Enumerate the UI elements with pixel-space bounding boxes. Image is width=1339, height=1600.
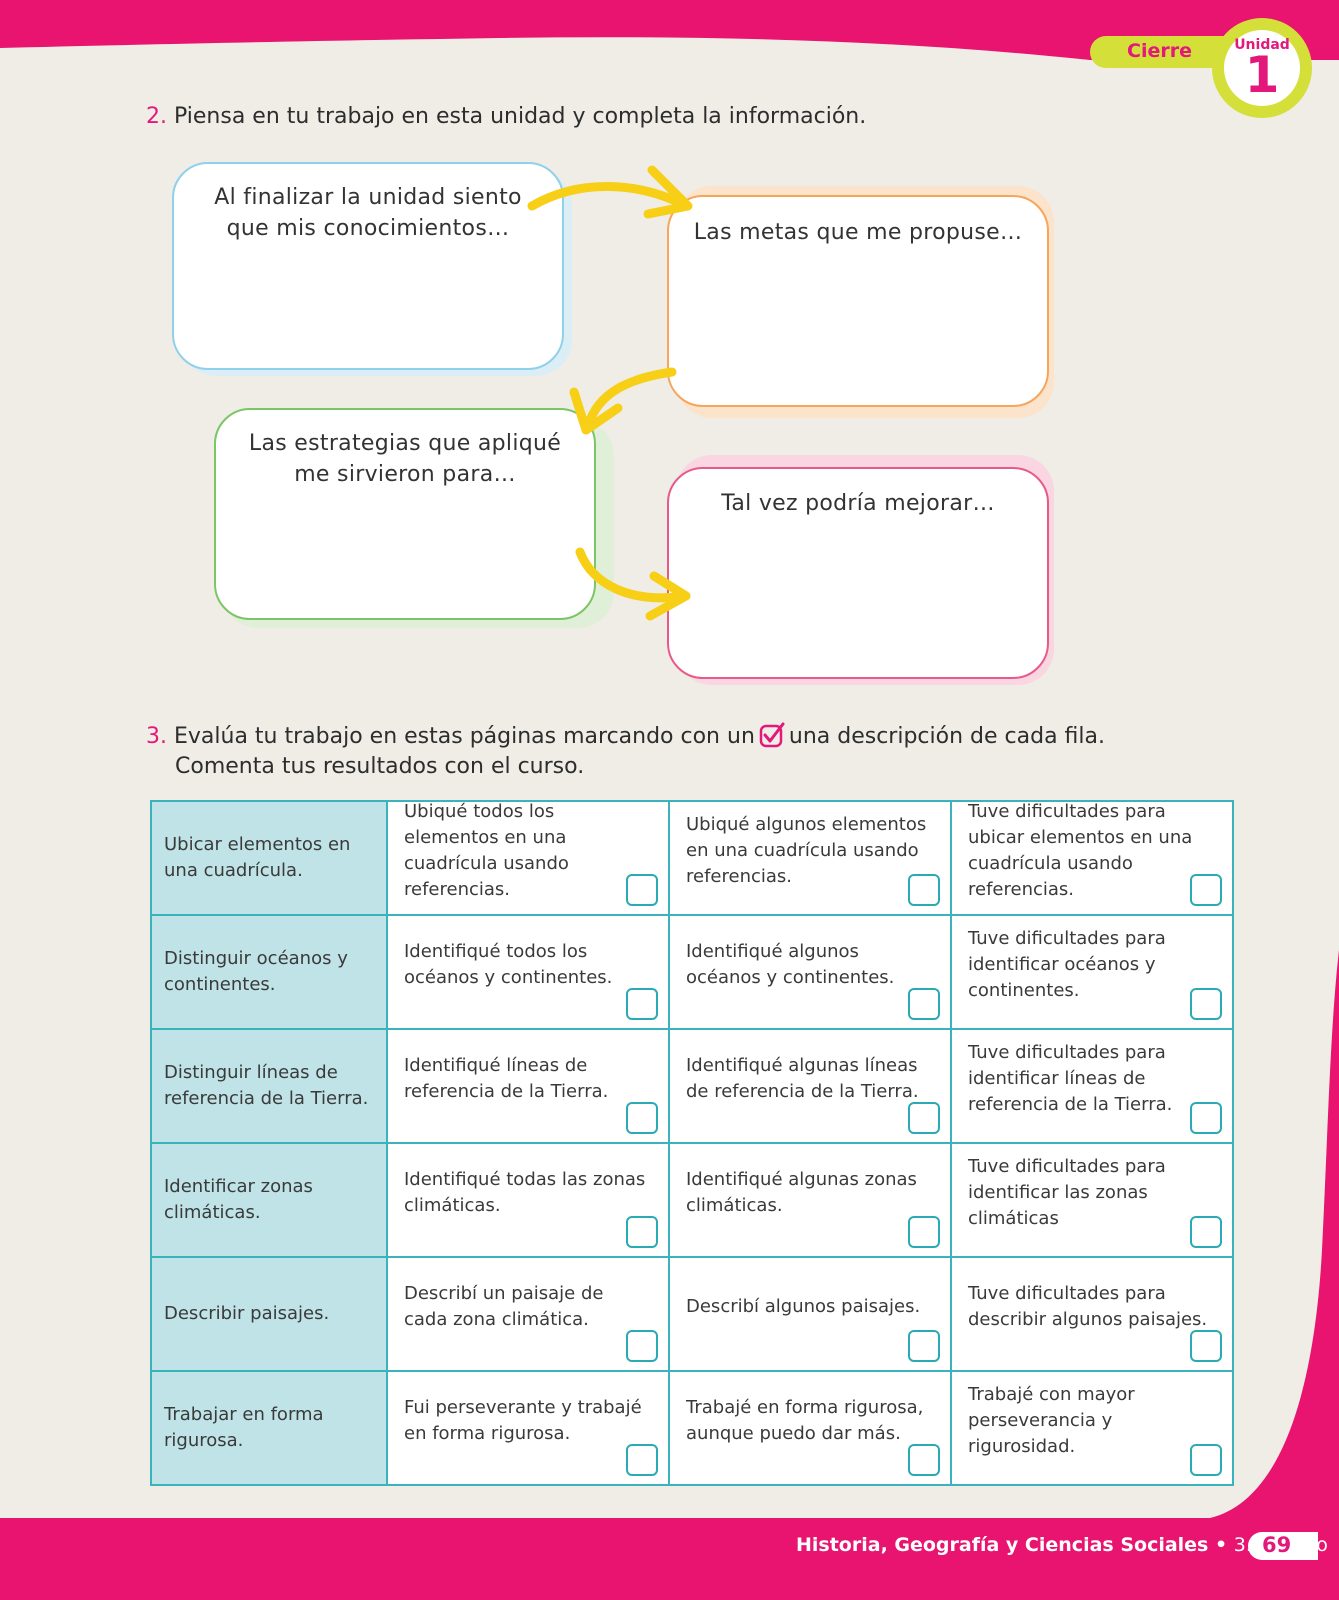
option-checkbox[interactable] [908,874,940,906]
option-cell: Trabajé con mayor perseverancia y riguro… [950,1370,1234,1486]
option-text: Trabajé en forma rigurosa, aunque puedo … [686,1397,924,1444]
option-cell: Identifiqué algunas líneas de referencia… [668,1028,952,1144]
option-checkbox[interactable] [626,988,658,1020]
option-text: Tuve dificultades para describir algunos… [968,1283,1208,1330]
option-text: Identifiqué todas las zonas climáticas. [404,1169,646,1216]
criterion-cell: Distinguir océanos y continentes. [150,914,388,1030]
table-row: Ubicar elementos en una cuadrícula. Ubiq… [150,800,1234,916]
option-cell: Tuve dificultades para ubicar elementos … [950,800,1234,916]
footer-bullet: • [1208,1534,1234,1556]
option-cell: Tuve dificultades para describir algunos… [950,1256,1234,1372]
criterion-cell: Ubicar elementos en una cuadrícula. [150,800,388,916]
reflection-box-strategies-line2: me sirvieron para… [294,462,516,487]
option-cell: Tuve dificultades para identificar océan… [950,914,1234,1030]
option-text: Tuve dificultades para ubicar elementos … [968,801,1193,900]
option-checkbox[interactable] [1190,988,1222,1020]
option-text: Identifiqué algunos océanos y continente… [686,941,895,988]
option-cell: Identifiqué todos los océanos y continen… [386,914,670,1030]
option-checkbox[interactable] [908,1330,940,1362]
option-text: Tuve dificultades para identificar línea… [968,1042,1173,1115]
option-checkbox[interactable] [908,1102,940,1134]
option-checkbox[interactable] [1190,1330,1222,1362]
reflection-box-strategies-line1: Las estrategias que apliqué [248,431,562,456]
option-cell: Tuve dificultades para identificar línea… [950,1028,1234,1144]
option-checkbox[interactable] [626,1330,658,1362]
option-cell: Identifiqué algunos océanos y continente… [668,914,952,1030]
option-cell: Identifiqué algunas zonas climáticas. [668,1142,952,1258]
checkbox-check-icon [759,722,785,748]
option-text: Trabajé con mayor perseverancia y riguro… [968,1384,1135,1457]
option-text: Identifiqué todos los océanos y continen… [404,941,613,988]
option-text: Identifiqué líneas de referencia de la T… [404,1055,609,1102]
option-text: Fui perseverante y trabajé en forma rigu… [404,1397,642,1444]
table-row: Distinguir océanos y continentes. Identi… [150,914,1234,1030]
option-text: Ubiqué algunos elementos en una cuadrícu… [686,814,927,887]
option-checkbox[interactable] [908,1444,940,1476]
table-row: Trabajar en forma rigurosa. Fui persever… [150,1370,1234,1486]
option-checkbox[interactable] [908,1216,940,1248]
reflection-box-strategies-label: Las estrategias que apliqué me sirvieron… [214,428,596,490]
reflection-box-improve-label: Tal vez podría mejorar… [721,491,995,516]
option-checkbox[interactable] [626,1444,658,1476]
question-3-text-end: una descripción de cada fila. [788,724,1105,749]
question-2-text: Piensa en tu trabajo en esta unidad y co… [174,104,867,129]
reflection-box-goals[interactable] [667,195,1049,407]
question-2-number: 2. [146,104,167,129]
reflection-box-knowledge[interactable] [172,162,564,370]
page-number-badge [1248,1532,1318,1560]
option-checkbox[interactable] [1190,1444,1222,1476]
option-text: Tuve dificultades para identificar las z… [968,1156,1166,1229]
option-cell: Identifiqué todas las zonas climáticas. [386,1142,670,1258]
option-checkbox[interactable] [626,874,658,906]
question-3-number: 3. [146,724,167,749]
reflection-box-knowledge-label: Al finalizar la unidad siento que mis co… [190,182,546,244]
option-checkbox[interactable] [1190,1216,1222,1248]
reflection-box-goals-label: Las metas que me propuse… [693,220,1023,245]
option-checkbox[interactable] [1190,1102,1222,1134]
option-text: Describí algunos paisajes. [686,1296,921,1317]
criterion-cell: Trabajar en forma rigurosa. [150,1370,388,1486]
unit-number: 1 [1244,46,1280,104]
unit-label: Unidad [1234,37,1290,53]
option-text: Tuve dificultades para identificar océan… [968,928,1166,1001]
option-checkbox[interactable] [626,1102,658,1134]
criterion-cell: Identificar zonas climáticas. [150,1142,388,1258]
option-checkbox[interactable] [626,1216,658,1248]
option-checkbox[interactable] [908,988,940,1020]
table-row: Distinguir líneas de referencia de la Ti… [150,1028,1234,1144]
question-2: 2. Piensa en tu trabajo en esta unidad y… [146,102,866,132]
option-cell: Ubiqué algunos elementos en una cuadrícu… [668,800,952,916]
option-cell: Fui perseverante y trabajé en forma rigu… [386,1370,670,1486]
reflection-box-knowledge-line2: que mis conocimientos… [226,216,510,241]
unit-badge-inner: Unidad 1 [1224,30,1300,106]
table-row: Identificar zonas climáticas. Identifiqu… [150,1142,1234,1258]
question-3: 3. Evalúa tu trabajo en estas páginas ma… [146,722,1105,782]
option-cell: Trabajé en forma rigurosa, aunque puedo … [668,1370,952,1486]
section-label: Cierre [1127,40,1192,62]
option-checkbox[interactable] [1190,874,1222,906]
option-text: Identifiqué algunas zonas climáticas. [686,1169,917,1216]
question-3-line2: Comenta tus resultados con el curso. [175,754,585,779]
option-text: Ubiqué todos los elementos en una cuadrí… [404,801,569,900]
option-cell: Identifiqué líneas de referencia de la T… [386,1028,670,1144]
option-cell: Tuve dificultades para identificar las z… [950,1142,1234,1258]
criterion-cell: Distinguir líneas de referencia de la Ti… [150,1028,388,1144]
curved-arrow-icon [527,165,693,621]
option-cell: Describí un paisaje de cada zona climáti… [386,1256,670,1372]
question-3-text: Evalúa tu trabajo en estas páginas marca… [174,724,755,749]
criterion-cell: Describir paisajes. [150,1256,388,1372]
table-row: Describir paisajes. Describí un paisaje … [150,1256,1234,1372]
self-evaluation-table: Ubicar elementos en una cuadrícula. Ubiq… [150,800,1234,1486]
option-text: Describí un paisaje de cada zona climáti… [404,1283,604,1330]
option-text: Identifiqué algunas líneas de referencia… [686,1055,919,1102]
reflection-box-strategies[interactable] [214,408,596,620]
page-number: 69 [1262,1533,1292,1557]
footer-subject-name: Historia, Geografía y Ciencias Sociales [796,1534,1209,1556]
reflection-box-knowledge-line1: Al finalizar la unidad siento [214,185,522,210]
reflection-box-improve[interactable] [667,467,1049,679]
option-cell: Ubiqué todos los elementos en una cuadrí… [386,800,670,916]
option-cell: Describí algunos paisajes. [668,1256,952,1372]
